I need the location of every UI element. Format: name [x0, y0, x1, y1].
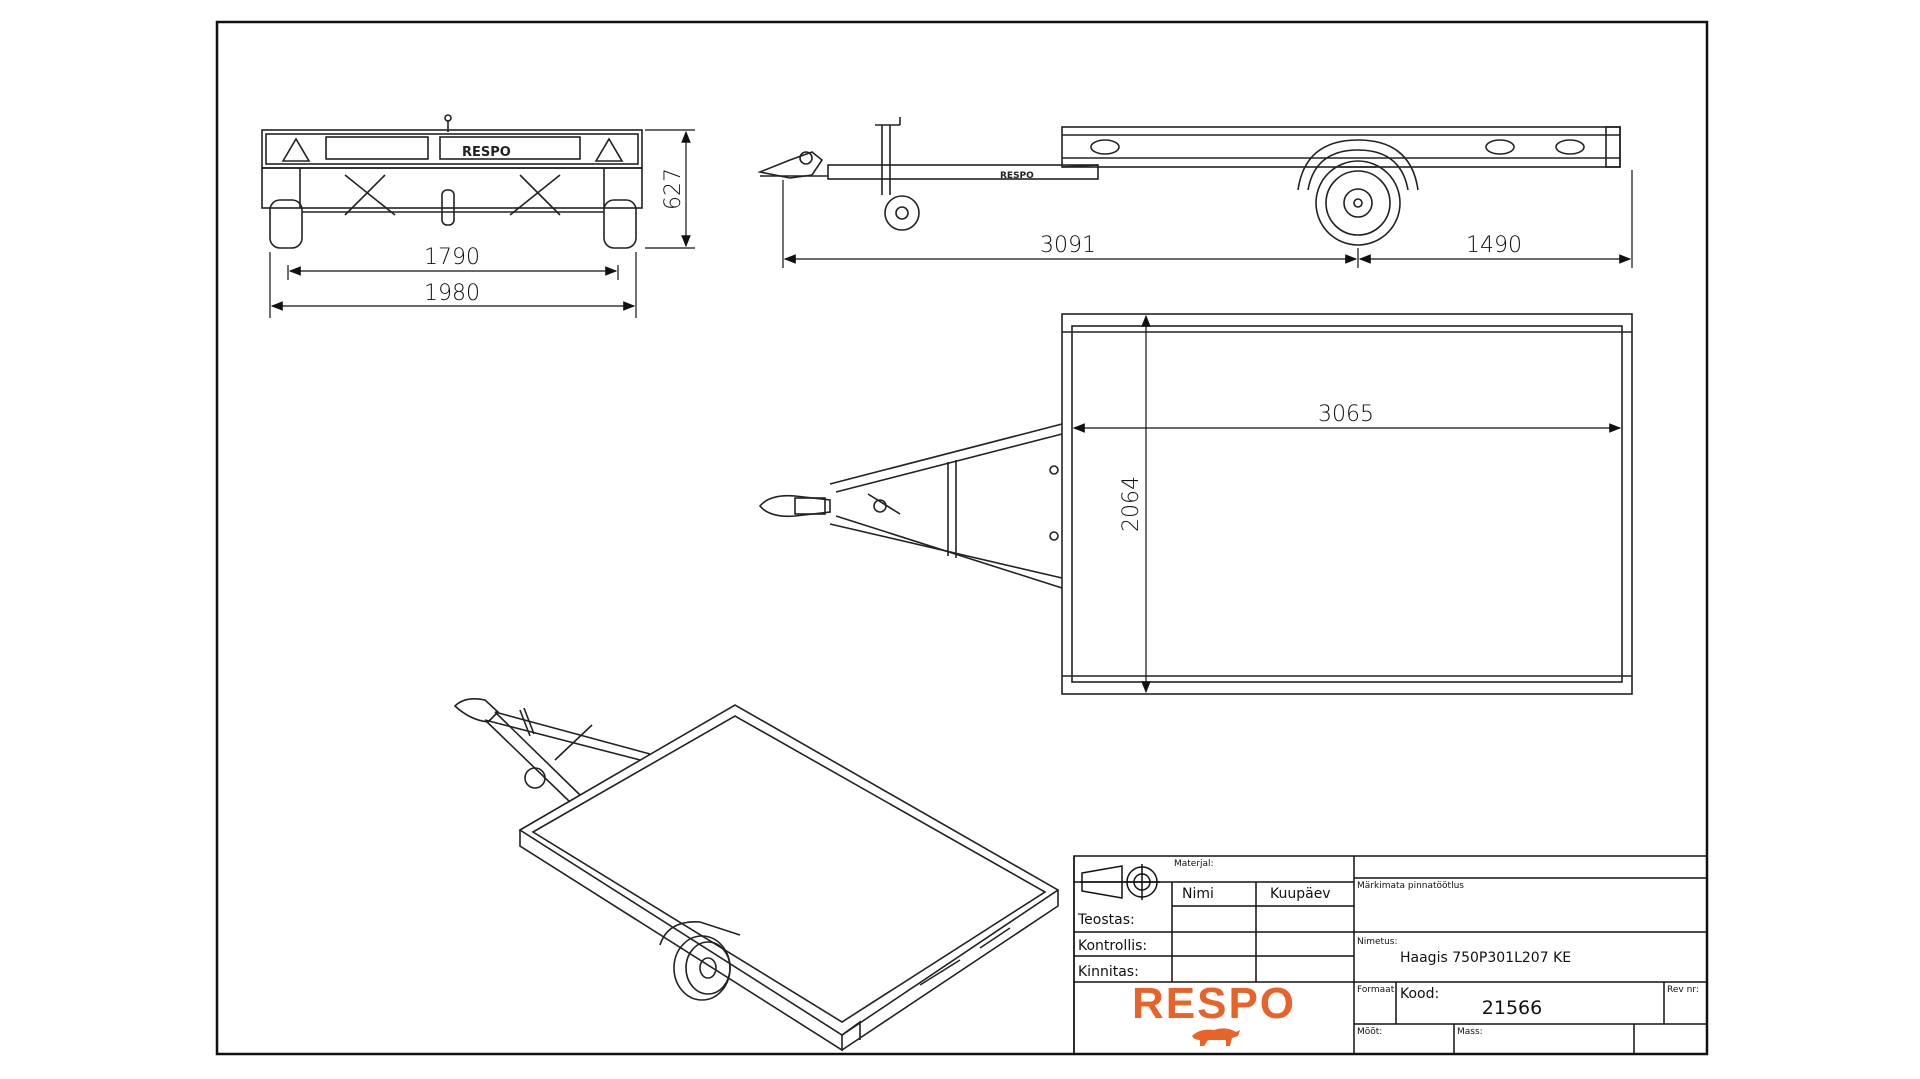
dim-side-axle-to-rear: 1490	[1466, 233, 1522, 258]
tb-code-label: Kood:	[1400, 986, 1439, 1002]
tb-mass-label: Mass:	[1457, 1027, 1483, 1037]
side-view-dimensions	[782, 170, 1633, 268]
tb-name-value: Haagis 750P301L207 KE	[1400, 950, 1571, 966]
tb-name-label: Nimetus:	[1357, 937, 1398, 947]
tb-marking-label: Märkimata pinnatöötlus	[1357, 881, 1464, 891]
tb-material-label: Materjal:	[1174, 859, 1214, 869]
dim-side-drawbar-to-axle: 3091	[1040, 233, 1096, 258]
side-view: RESPO	[757, 117, 1621, 246]
isometric-view	[453, 698, 1060, 1052]
tb-approved-by: Kinnitas:	[1078, 964, 1139, 980]
tb-code-value: 21566	[1482, 997, 1542, 1019]
dim-front-inner-width: 1790	[424, 245, 480, 270]
front-view-dimensions	[269, 129, 695, 318]
tb-scale-label: Mõõt:	[1357, 1027, 1382, 1037]
dim-front-outer-width: 1980	[424, 281, 480, 306]
dim-top-length: 3065	[1318, 402, 1374, 427]
tb-date-header: Kuupäev	[1270, 886, 1331, 902]
drawing-border	[215, 20, 1709, 1056]
top-view	[758, 313, 1633, 695]
tb-name-header: Nimi	[1182, 886, 1214, 902]
tb-rev-label: Rev nr:	[1667, 985, 1699, 995]
front-view: RESPO	[261, 114, 643, 249]
bull-logo-icon	[1192, 1028, 1240, 1046]
respo-logo: RESPO	[1132, 979, 1296, 1028]
title-block	[1073, 855, 1708, 1055]
tb-format-label: Formaat	[1357, 985, 1395, 995]
svg-text:RESPO: RESPO	[1000, 171, 1034, 181]
first-angle-projection-icon	[1080, 864, 1160, 900]
dim-front-height: 627	[661, 168, 686, 210]
svg-text:RESPO: RESPO	[462, 145, 511, 160]
top-view-dimensions	[1072, 314, 1622, 694]
tb-made-by: Teostas:	[1077, 912, 1135, 928]
tb-checked-by: Kontrollis:	[1078, 938, 1147, 954]
dim-top-width: 2064	[1119, 476, 1144, 532]
